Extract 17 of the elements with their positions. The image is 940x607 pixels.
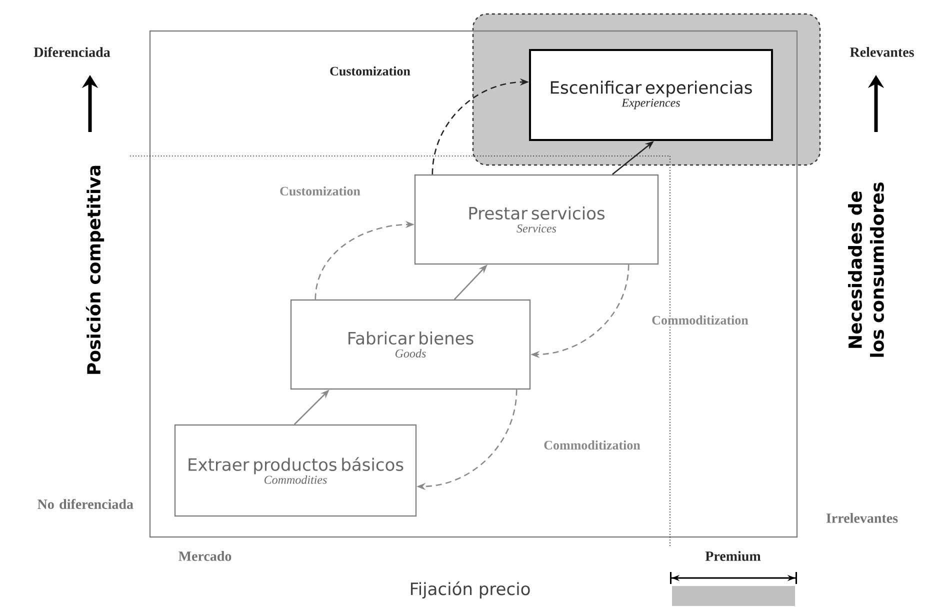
edge-label: Commoditization bbox=[544, 440, 640, 450]
axis-label: Posición competitiva bbox=[86, 166, 104, 374]
axis-label: Diferenciada bbox=[34, 47, 110, 57]
axis-label: Mercado bbox=[178, 551, 232, 561]
stage-box: Extraer productos básicos Commodities bbox=[174, 424, 417, 517]
edge-label: Customization bbox=[280, 186, 360, 196]
axis-label: No diferenciada bbox=[38, 499, 134, 509]
axis-label: Necesidades de los consumidores bbox=[848, 182, 884, 357]
stage-box: Prestar servicios Services bbox=[414, 174, 659, 265]
stage-box: Fabricar bienes Goods bbox=[290, 299, 531, 390]
axis-label: Premium bbox=[705, 551, 761, 561]
axis-label: Fijación precio bbox=[410, 581, 530, 599]
edge-label: Customization bbox=[330, 66, 410, 76]
edge-label: Commoditization bbox=[652, 315, 748, 325]
axis-label: Irrelevantes bbox=[826, 513, 898, 523]
stage-box: Escenificar experiencias Experiences bbox=[529, 49, 773, 141]
axis-label: Relevantes bbox=[850, 47, 914, 57]
